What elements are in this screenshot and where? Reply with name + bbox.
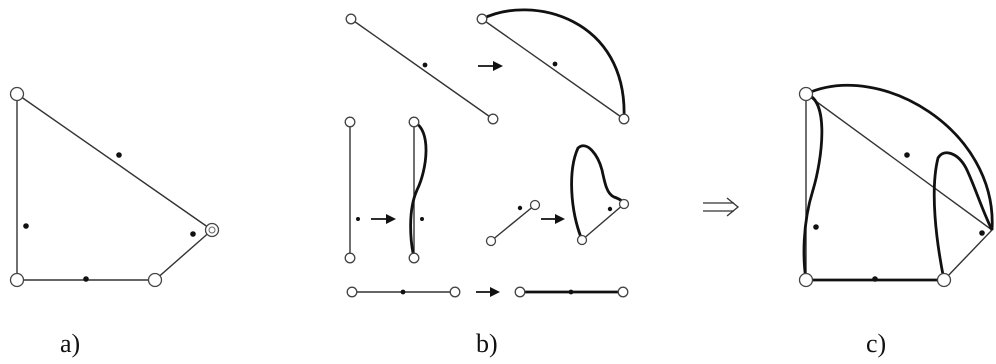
edge-endpoint xyxy=(514,286,526,298)
arrow-right xyxy=(371,214,396,224)
edge-midpoint xyxy=(356,217,360,221)
vertex-top xyxy=(798,86,814,102)
edge-line xyxy=(581,203,625,241)
midpoint-left xyxy=(23,223,29,229)
midpoint-left xyxy=(813,224,819,230)
vertex-top xyxy=(9,86,25,102)
midpoint-short xyxy=(979,230,985,236)
curve-arc xyxy=(481,8,626,120)
edge-endpoint xyxy=(449,286,461,298)
edge-endpoint xyxy=(618,198,630,210)
edge-vertical-before xyxy=(344,116,360,264)
vertex-markers xyxy=(9,86,220,288)
midpoint-diagonal xyxy=(116,152,122,158)
arrow-right xyxy=(541,214,565,224)
edge-endpoint xyxy=(529,199,541,211)
edge-midpoints xyxy=(23,152,196,282)
vertex-bottom-right xyxy=(936,272,952,288)
edge-endpoint xyxy=(408,252,420,264)
edge-endpoint xyxy=(576,234,588,246)
polygon-outline xyxy=(16,93,214,281)
edge-endpoint xyxy=(485,235,497,247)
arrow-right xyxy=(476,287,500,297)
edge-vertical-after xyxy=(408,116,428,264)
arrow-head xyxy=(386,214,396,224)
vertex-bottom-left xyxy=(9,272,25,288)
arrow-right xyxy=(478,61,503,71)
edge-diagonal-after xyxy=(476,8,630,125)
edge-endpoint xyxy=(344,116,356,128)
edge-line xyxy=(490,204,536,242)
edge-endpoint xyxy=(408,116,420,128)
arrow-head xyxy=(493,61,503,71)
edge-line xyxy=(350,18,494,120)
midpoint-bottom xyxy=(872,276,878,282)
implies-arrow xyxy=(703,197,740,217)
edge-endpoint xyxy=(345,13,357,25)
vertex-markers xyxy=(798,86,952,288)
edge-line xyxy=(481,18,625,120)
arrow-head xyxy=(490,287,500,297)
curve-s xyxy=(802,92,824,281)
edge-endpoint xyxy=(476,13,488,25)
edge-midpoint xyxy=(552,61,558,67)
edge-endpoint xyxy=(617,286,629,298)
edge-midpoint xyxy=(422,62,428,68)
edge-midpoint xyxy=(568,289,574,295)
midpoint-short xyxy=(190,231,196,237)
curve-loop xyxy=(570,144,626,241)
curve-loop xyxy=(932,151,994,281)
edge-short-before xyxy=(485,199,541,247)
midpoint-bottom xyxy=(83,276,89,282)
curve-large-arc xyxy=(805,83,994,231)
edge-midpoint xyxy=(607,206,613,212)
edge-endpoint xyxy=(346,286,358,298)
vertex-bottom-right xyxy=(147,272,163,288)
arrow-head xyxy=(555,214,565,224)
edge-diagonal-before xyxy=(345,13,499,125)
vertex-right-inner xyxy=(208,226,216,234)
arrow-head xyxy=(726,197,740,217)
panel-a-label: a) xyxy=(60,329,80,358)
edge-endpoint xyxy=(618,113,630,125)
panel-a: a) xyxy=(9,86,220,358)
edge-midpoint xyxy=(400,289,406,295)
edge-bottom-before xyxy=(346,286,461,298)
edge-midpoints xyxy=(813,152,985,282)
polygon-outline xyxy=(805,93,994,281)
midpoint-diagonal xyxy=(904,152,910,158)
panel-c: c) xyxy=(798,83,994,358)
vertex-bottom-left xyxy=(798,272,814,288)
panel-c-label: c) xyxy=(866,329,886,358)
vertex-right xyxy=(204,222,220,238)
edge-bottom-after xyxy=(514,286,629,298)
edge-midpoint xyxy=(420,217,424,221)
edge-short-after xyxy=(570,144,630,246)
edge-midpoint xyxy=(517,205,523,211)
panel-b-label: b) xyxy=(476,329,498,358)
edge-endpoint xyxy=(487,113,499,125)
panel-b: b) xyxy=(344,8,630,358)
edge-endpoint xyxy=(344,252,356,264)
curve-s xyxy=(409,120,428,259)
